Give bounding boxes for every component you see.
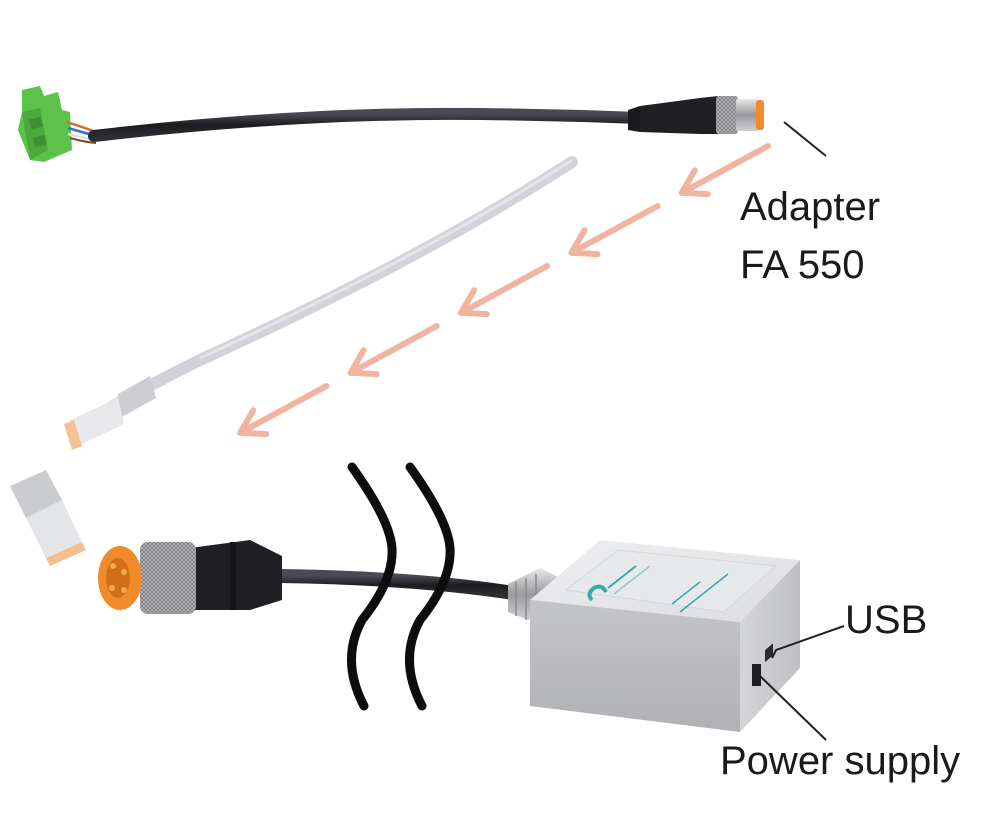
cable-break-symbol <box>347 462 455 711</box>
usb-port <box>765 643 773 663</box>
adapter-leader-line <box>783 121 827 157</box>
direction-arrow <box>347 323 440 378</box>
adapter-cable <box>18 86 764 162</box>
power-leader-line <box>759 675 827 741</box>
m12-male-connector <box>628 96 764 134</box>
adapter-label: Adapter <box>740 185 881 229</box>
adapter-model-label: FA 550 <box>740 243 865 287</box>
direction-arrow <box>237 383 330 438</box>
usb-leader-line <box>771 625 845 659</box>
arrow-group <box>237 143 771 438</box>
sensor-cable <box>64 156 578 450</box>
power-port <box>752 664 761 686</box>
green-terminal-block <box>18 86 72 162</box>
direction-arrow <box>568 203 661 258</box>
direction-arrow <box>678 143 771 198</box>
interface-box <box>508 540 800 732</box>
coupler-piece <box>10 470 86 566</box>
usb-label: USB <box>845 598 928 642</box>
power-supply-label: Power supply <box>720 739 961 783</box>
direction-arrow <box>458 263 551 318</box>
m12-female-connector <box>98 540 522 614</box>
